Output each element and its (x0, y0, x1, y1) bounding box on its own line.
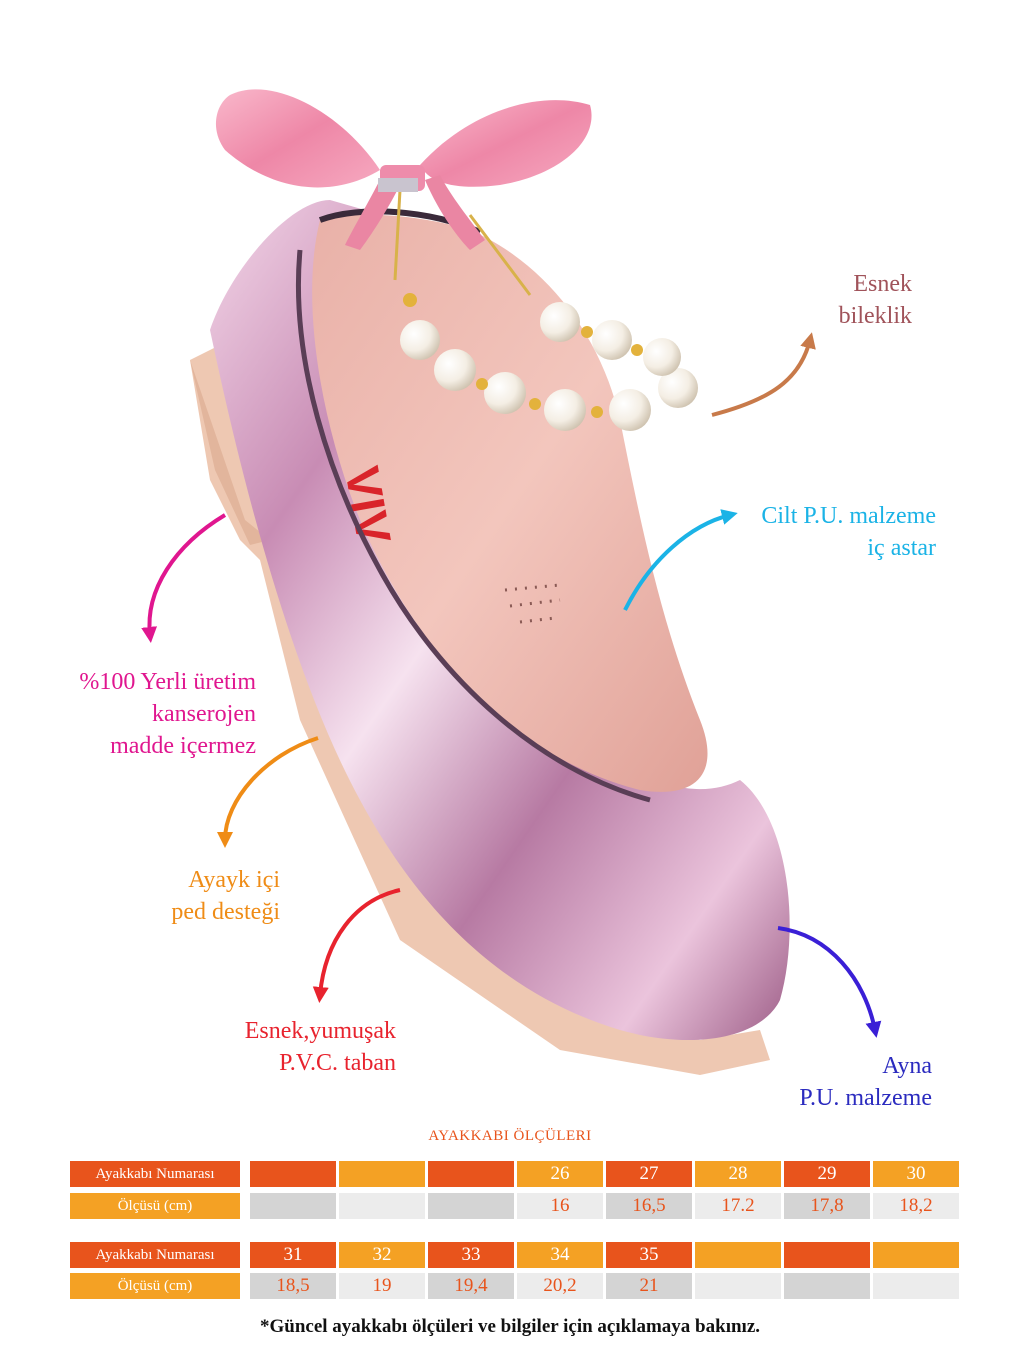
row-label-numbers: Ayakkabı Numarası (70, 1161, 240, 1187)
size-number-cell: 30 (873, 1161, 959, 1187)
pearl-bracelet (400, 293, 698, 431)
shoe-illustration: VIV (190, 89, 790, 1075)
size-number-cell: 31 (250, 1242, 336, 1268)
feature-lining-line2: iç astar (867, 535, 936, 561)
size-number-cell: 27 (606, 1161, 692, 1187)
feature-pad-line2: ped desteği (171, 899, 280, 925)
size-measure-cell: 16,5 (606, 1193, 692, 1219)
footnote: *Güncel ayakkabı ölçüleri ve bilgiler iç… (259, 1316, 760, 1337)
size-number-cell (428, 1161, 514, 1187)
feature-bracelet-line2: bileklik (838, 303, 912, 329)
size-table-title: AYAKKABI ÖLÇÜLERI (428, 1128, 592, 1144)
feature-pad-line1: Ayayk içi (188, 867, 280, 893)
arrow-lining (623, 509, 738, 611)
size-measure-cell (784, 1273, 870, 1299)
size-measure-cell: 18,2 (873, 1193, 959, 1219)
feature-mirror-line2: P.U. malzeme (799, 1085, 932, 1111)
size-measure-cell: 20,2 (517, 1273, 603, 1299)
size-number-cell: 32 (339, 1242, 425, 1268)
feature-lining: Cilt P.U. malzeme iç astar (700, 500, 936, 564)
size-measure-cell: 18,5 (250, 1273, 336, 1299)
feature-sole: Esnek,yumuşak P.V.C. taban (150, 1015, 396, 1079)
feature-local-line3: madde içermez (110, 733, 256, 759)
size-number-cell (695, 1242, 781, 1268)
size-measure-cell: 17,8 (784, 1193, 870, 1219)
arrow-pad (217, 736, 319, 848)
callout-arrows (141, 332, 882, 1038)
size-measure-cell (428, 1193, 514, 1219)
size-number-cell (339, 1161, 425, 1187)
arrow-bracelet (711, 332, 816, 417)
feature-mirror: Ayna P.U. malzeme (720, 1050, 932, 1114)
feature-local-line2: kanserojen (152, 701, 256, 727)
size-number-cell (873, 1242, 959, 1268)
size-measure-cell: 19,4 (428, 1273, 514, 1299)
size-measure-cell: 16 (517, 1193, 603, 1219)
feature-lining-line1: Cilt P.U. malzeme (761, 503, 936, 529)
size-number-cell: 34 (517, 1242, 603, 1268)
shoe-lining (312, 214, 708, 792)
feature-pad: Ayayk içi ped desteği (80, 864, 280, 928)
row-label-measures: Ölçüsü (cm) (70, 1193, 240, 1219)
size-number-cell (784, 1242, 870, 1268)
arrow-local (141, 513, 227, 643)
feature-sole-line1: Esnek,yumuşak (244, 1018, 396, 1044)
feature-sole-line2: P.V.C. taban (279, 1050, 396, 1076)
row-label-numbers: Ayakkabı Numarası (70, 1242, 240, 1268)
row-label-measures: Ölçüsü (cm) (70, 1273, 240, 1299)
size-measure-cell: 21 (606, 1273, 692, 1299)
size-measure-cell (250, 1193, 336, 1219)
size-number-cell: 29 (784, 1161, 870, 1187)
size-number-cell: 26 (517, 1161, 603, 1187)
arrow-mirror (777, 926, 882, 1038)
feature-bracelet: Esnek bileklik (730, 268, 912, 332)
size-measure-cell: 19 (339, 1273, 425, 1299)
size-measure-cell (695, 1273, 781, 1299)
size-number-cell: 33 (428, 1242, 514, 1268)
arrow-sole (312, 888, 401, 1003)
brand-logo: VIV (334, 463, 400, 548)
feature-local: %100 Yerli üretim kanserojen madde içerm… (20, 666, 256, 762)
feature-mirror-line1: Ayna (882, 1053, 932, 1079)
size-measure-cell: 17.2 (695, 1193, 781, 1219)
size-number-cell (250, 1161, 336, 1187)
size-number-cell: 35 (606, 1242, 692, 1268)
feature-local-line1: %100 Yerli üretim (79, 669, 256, 695)
size-number-cell: 28 (695, 1161, 781, 1187)
ribbon-bow (215, 89, 592, 250)
size-measure-cell (339, 1193, 425, 1219)
feature-bracelet-line1: Esnek (853, 271, 912, 297)
size-measure-cell (873, 1273, 959, 1299)
